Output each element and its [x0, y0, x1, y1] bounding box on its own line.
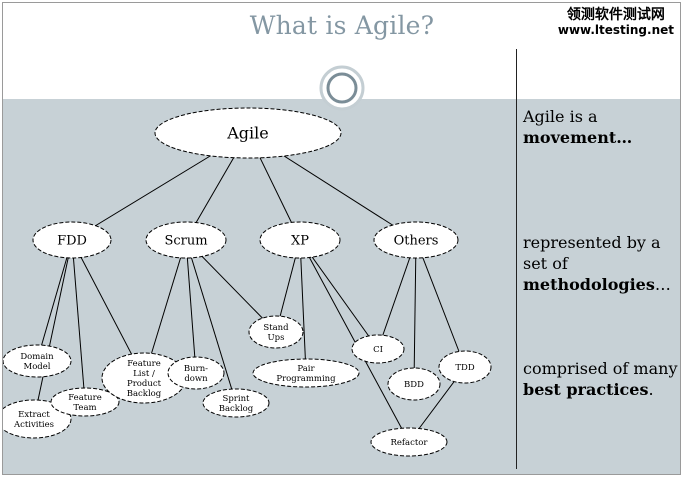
edge-fdd-extract-activities	[33, 239, 73, 420]
side-note-bold: movement…	[523, 128, 633, 147]
side-note-after: .	[648, 380, 654, 399]
side-note-bold: methodologies	[523, 275, 655, 294]
node-label: Others	[394, 233, 439, 248]
node-label: Agile	[226, 123, 269, 142]
node-label: FDD	[57, 233, 87, 248]
node-label: Backlog	[127, 389, 162, 399]
edge-others-tdd	[415, 239, 466, 368]
node-ellipse	[387, 367, 441, 401]
side-note-bold: best practices	[523, 380, 649, 399]
node-label: Product	[127, 379, 162, 389]
side-note-movement: Agile is a movement…	[523, 106, 680, 148]
node-label: Ups	[268, 333, 285, 343]
slide-title: What is Agile?	[249, 11, 435, 40]
circle-badge-icon	[319, 65, 365, 111]
node-burn-down: Burn-down	[167, 356, 225, 390]
edge-others-bdd	[413, 239, 417, 385]
node-label: Model	[23, 362, 50, 372]
side-note-text: represented by a set of	[523, 233, 661, 273]
node-ellipse	[370, 427, 448, 457]
node-ellipse	[32, 221, 112, 259]
node-ellipse	[50, 387, 120, 417]
node-others: Others	[373, 221, 459, 259]
edge-xp-refactor	[299, 239, 410, 443]
node-scrum: Scrum	[145, 221, 227, 259]
node-label: XP	[291, 233, 309, 248]
slide: What is Agile? 领测软件测试网 www.ltesting.net …	[2, 2, 681, 475]
node-label: Extract	[18, 410, 50, 420]
side-note-text: comprised of many	[523, 359, 678, 378]
node-label: Backlog	[219, 404, 254, 414]
node-label: TDD	[455, 363, 474, 373]
node-ellipse	[154, 107, 342, 159]
edge-xp-pair-programming	[299, 239, 307, 374]
side-note-text: Agile is a	[523, 107, 598, 126]
node-label: Pair	[297, 364, 315, 374]
node-refactor: Refactor	[370, 427, 448, 457]
edge-xp-ci	[299, 239, 379, 350]
node-ellipse	[259, 221, 341, 259]
node-label: CI	[373, 345, 383, 355]
node-label: Feature	[127, 359, 161, 369]
node-ellipse	[373, 221, 459, 259]
node-label: Sprint	[223, 394, 251, 404]
watermark-line-2: www.ltesting.net	[557, 23, 674, 37]
node-ellipse	[248, 315, 304, 349]
edge-scrum-burn-down	[185, 239, 197, 374]
node-label: Refactor	[390, 438, 428, 448]
node-agile: Agile	[154, 107, 342, 159]
node-ellipse	[252, 358, 360, 388]
node-label: Domain	[20, 352, 54, 362]
watermark-line-1: 领测软件测试网	[566, 7, 665, 23]
side-note-methodologies: represented by a set of methodologies…	[523, 232, 680, 295]
watermark: 领测软件测试网 www.ltesting.net	[558, 7, 674, 37]
node-label: List /	[133, 369, 155, 379]
node-ellipse	[3, 344, 72, 378]
node-ellipse	[438, 350, 492, 384]
node-label: down	[184, 374, 208, 384]
side-note-practices: comprised of many best practices.	[523, 358, 680, 400]
node-xp: XP	[259, 221, 341, 259]
node-label: Programming	[276, 374, 336, 384]
edge-scrum-sprint-backlog	[185, 239, 237, 404]
vertical-divider	[516, 49, 517, 469]
node-tdd: TDD	[438, 350, 492, 384]
node-label: Stand	[263, 323, 289, 333]
node-label: Team	[73, 403, 96, 413]
node-ci: CI	[351, 334, 405, 364]
node-label: Activities	[13, 420, 54, 430]
node-bdd: BDD	[387, 367, 441, 401]
node-label: Scrum	[164, 233, 207, 248]
node-label: BDD	[404, 380, 424, 390]
node-label: Feature	[68, 393, 102, 403]
node-label: Burn-	[184, 364, 208, 374]
content-panel	[3, 99, 680, 474]
edge-fdd-feature-team	[71, 239, 86, 403]
node-ellipse	[3, 399, 72, 439]
node-ellipse	[145, 221, 227, 259]
edge-fdd-domain-model	[36, 239, 73, 362]
node-ellipse	[351, 334, 405, 364]
side-note-after: …	[654, 275, 671, 294]
node-fdd: FDD	[32, 221, 112, 259]
node-ellipse	[202, 388, 270, 418]
node-ellipse	[167, 356, 225, 390]
